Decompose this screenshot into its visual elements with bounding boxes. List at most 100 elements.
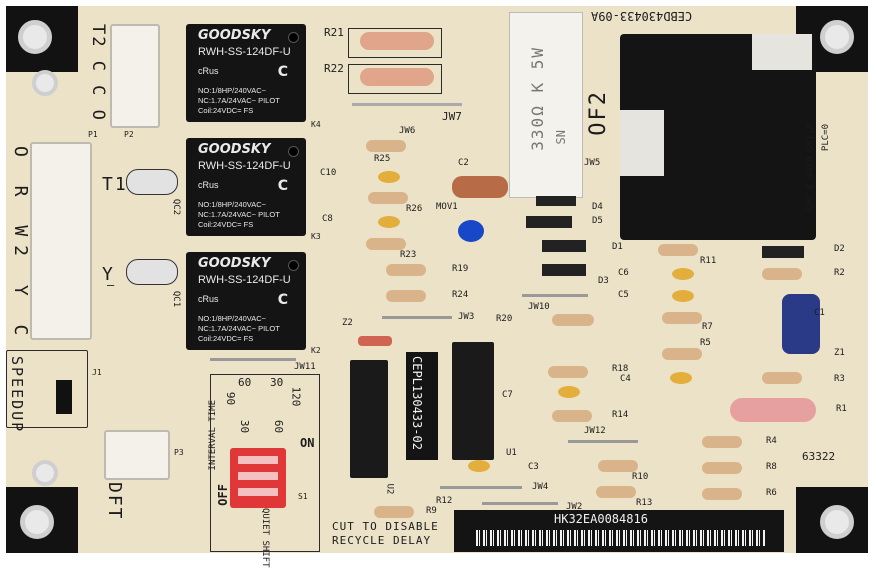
r2-ref: R2 xyxy=(834,268,845,278)
relay-model: RWH-SS-124DF-U xyxy=(198,46,291,58)
qc1-ref: QC1 xyxy=(171,290,182,308)
resistor-r3 xyxy=(762,372,802,384)
relay-k3-ref: K3 xyxy=(311,232,321,241)
capacitor-c4 xyxy=(670,372,692,384)
capacitor-c6 xyxy=(672,268,694,280)
quick-connect-qc1[interactable] xyxy=(126,259,178,285)
quick-connect-qc2[interactable] xyxy=(126,169,178,195)
mounting-hole xyxy=(820,505,854,539)
dip-scale-a: 90 xyxy=(224,391,238,406)
jumper-jw3 xyxy=(382,316,452,319)
resistor-r13 xyxy=(596,486,636,498)
r1-ref: R1 xyxy=(836,404,847,414)
dip-switch-s1[interactable] xyxy=(230,448,286,508)
ul-text-2: PLC=0 xyxy=(821,124,831,152)
resistor-r4 xyxy=(702,436,742,448)
diode-d4 xyxy=(536,196,576,206)
terminal-y-label: Y xyxy=(102,264,115,285)
jumper-jw10 xyxy=(522,294,588,297)
d5-ref: D5 xyxy=(592,216,603,226)
r25-ref: R25 xyxy=(374,154,391,164)
serial-number: HK32EA0084816 xyxy=(554,512,648,526)
dip-toggle-3[interactable] xyxy=(238,488,278,496)
circuit-board: CEBD430433-09A T2 C C O P2 O R W2 Y C P1… xyxy=(6,6,868,568)
part-number-label: CEBD430433-09A xyxy=(591,9,693,23)
power-resistor xyxy=(509,12,583,198)
serial-sticker: HK32EA0084816 xyxy=(454,510,784,552)
r10-ref: R10 xyxy=(632,472,649,482)
r13-ref: R13 xyxy=(636,498,653,508)
jumper-j1[interactable] xyxy=(56,380,72,414)
r26-ref: R26 xyxy=(406,204,423,214)
varistor-mov1 xyxy=(458,220,484,242)
diode-d1 xyxy=(542,240,586,252)
r20-ref: R20 xyxy=(496,314,513,324)
jumper-jw12 xyxy=(568,440,638,443)
p3-ref: P3 xyxy=(174,448,184,457)
z1-ref: Z1 xyxy=(834,348,845,358)
resistor-r21 xyxy=(360,32,434,50)
connector-p3[interactable] xyxy=(104,430,170,480)
connector-p2-ref: P2 xyxy=(124,130,134,139)
capacitor-c2 xyxy=(452,176,508,198)
connector-p1[interactable] xyxy=(30,142,92,340)
ul-text: CPC E 94V0 SST-A xyxy=(806,124,816,211)
jumper-jw2 xyxy=(482,502,558,505)
r3-ref: R3 xyxy=(834,374,845,384)
resistor-r18 xyxy=(548,366,588,378)
jw5-ref: JW5 xyxy=(584,158,601,168)
firmware-label-text: CEPL130433-02 xyxy=(410,356,424,450)
dip-toggle-2[interactable] xyxy=(238,472,278,480)
board-code: 63322 xyxy=(802,450,836,463)
mov1-ref: MOV1 xyxy=(436,202,458,212)
c10-ref: C10 xyxy=(320,168,337,178)
firmware-label: CEPL130433-02 xyxy=(406,352,438,460)
resistor-r23 xyxy=(366,238,406,250)
resistor-r26 xyxy=(368,192,408,204)
r6-ref: R6 xyxy=(766,488,777,498)
r21-ref: R21 xyxy=(324,26,344,39)
d1-ref: D1 xyxy=(612,242,623,252)
jw12-ref: JW12 xyxy=(584,426,606,436)
power-relay-terminal[interactable] xyxy=(752,34,812,70)
r8-ref: R8 xyxy=(766,462,777,472)
c2-ref: C2 xyxy=(458,158,469,168)
power-relay-terminal[interactable] xyxy=(620,110,664,176)
relay-k2: GOODSKY RWH-SS-124DF-U cRus C NO:1/8HP/2… xyxy=(186,252,306,350)
c1-ref: C1 xyxy=(814,308,825,318)
z2-ref: Z2 xyxy=(342,318,353,328)
relay-dot xyxy=(288,260,299,271)
jw7-ref: JW7 xyxy=(442,110,462,123)
r22-outline xyxy=(348,64,442,94)
r22-ref: R22 xyxy=(324,62,344,75)
capacitor-c8 xyxy=(378,216,400,228)
qc2-ref: QC2 xyxy=(171,198,182,216)
jw10-ref: JW10 xyxy=(528,302,550,312)
c4-ref: C4 xyxy=(620,374,631,384)
connector-p1-ref: P1 xyxy=(88,130,98,139)
resistor-r22 xyxy=(360,68,434,86)
barcode xyxy=(476,530,766,546)
d2-ref: D2 xyxy=(834,244,845,254)
resistor-r7 xyxy=(662,312,702,324)
connector-p2-pin-labels: T2 C C O xyxy=(88,24,108,122)
mounting-hole-small xyxy=(32,460,58,486)
dip-switch-area xyxy=(210,374,320,552)
relay-brand: GOODSKY xyxy=(198,142,271,157)
dft-label: DFT xyxy=(104,482,125,521)
dip-toggle-1[interactable] xyxy=(238,456,278,464)
jw2-ref: JW2 xyxy=(566,502,583,512)
r5-ref: R5 xyxy=(700,338,711,348)
relay-k2-ref: K2 xyxy=(311,346,321,355)
resistor-r6 xyxy=(702,488,742,500)
resistor-r1 xyxy=(730,398,816,422)
r11-ref: R11 xyxy=(700,256,717,266)
connector-p2[interactable] xyxy=(110,24,160,128)
resistor-r8 xyxy=(702,462,742,474)
mounting-hole xyxy=(18,20,52,54)
speedup-area xyxy=(6,350,88,428)
relay-model: RWH-SS-124DF-U xyxy=(198,274,291,286)
cut-note-line2: RECYCLE DELAY xyxy=(332,534,432,547)
terminal-y-decoration: — xyxy=(107,278,115,292)
